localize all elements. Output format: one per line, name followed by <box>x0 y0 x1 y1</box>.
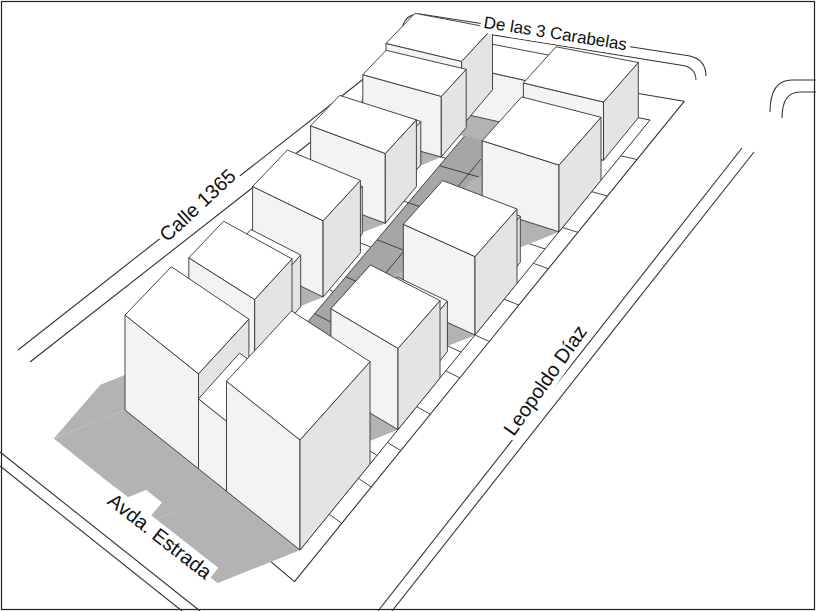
street-curbs <box>0 14 816 611</box>
curb-line <box>782 92 816 118</box>
building-roof <box>482 97 601 165</box>
building-roof <box>363 50 466 96</box>
building-roof <box>189 221 292 299</box>
sidewalk-joint <box>504 299 519 305</box>
curb-line <box>770 80 816 112</box>
building-roof <box>227 311 371 440</box>
sidewalk-edge <box>95 55 684 582</box>
sidewalk-joint <box>475 335 489 341</box>
sidewalk-joint <box>592 192 608 196</box>
building-roof <box>403 181 517 257</box>
lot-line <box>125 75 650 550</box>
sidewalk-joint <box>417 407 431 415</box>
sidewalk-joint <box>446 371 460 378</box>
sidewalk-joint <box>563 228 578 233</box>
sidewalk-joint <box>358 478 371 487</box>
sidewalk-joint <box>329 514 342 523</box>
sidewalk-joint <box>621 156 637 160</box>
building-roof <box>125 267 249 374</box>
building-roof <box>331 265 440 349</box>
building-roof <box>523 47 638 102</box>
building-roof <box>311 95 417 153</box>
building-roof <box>253 150 361 221</box>
sidewalk-joint <box>533 263 548 268</box>
sidewalk-joint <box>388 443 401 451</box>
